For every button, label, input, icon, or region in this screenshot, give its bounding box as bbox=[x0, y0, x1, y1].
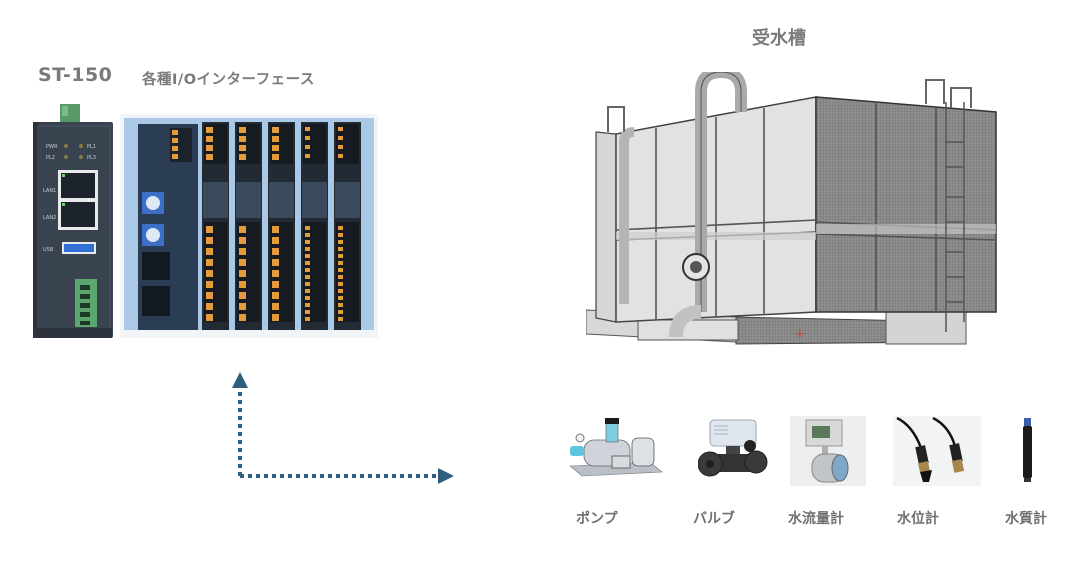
io-slice-module bbox=[301, 122, 328, 330]
device-label-water-quality: 水質計 bbox=[1005, 511, 1047, 527]
gateway-device-icon: PWR PL1 PL2 PL3 LAN1 LAN2 USB bbox=[33, 104, 113, 338]
water-tank-icon: + bbox=[586, 72, 997, 345]
lan1-label: LAN1 bbox=[43, 188, 56, 194]
io-module-rack-icon bbox=[120, 114, 378, 338]
controller-model-title: ST-150 bbox=[38, 64, 113, 86]
device-label-pump: ポンプ bbox=[576, 511, 618, 527]
usb-label: USB bbox=[43, 247, 54, 253]
pl1-led-label: PL1 bbox=[87, 144, 96, 150]
io-slice-module bbox=[235, 122, 262, 330]
flow-meter-icon bbox=[790, 416, 866, 486]
pump-icon bbox=[569, 418, 663, 477]
pl2-led-label: PL2 bbox=[46, 155, 55, 161]
arrow-head-right-icon bbox=[438, 468, 454, 484]
connector-arrow bbox=[232, 372, 454, 484]
io-slices bbox=[202, 122, 361, 330]
tank-title: 受水槽 bbox=[752, 28, 806, 49]
valve-icon bbox=[698, 419, 768, 477]
pwr-led-label: PWR bbox=[46, 144, 58, 150]
device-label-level-sensor: 水位計 bbox=[897, 511, 939, 527]
device-label-valve: バルブ bbox=[693, 511, 735, 527]
io-slice-module bbox=[334, 122, 361, 330]
level-sensor-icon bbox=[893, 416, 981, 486]
lan2-label: LAN2 bbox=[43, 215, 56, 221]
pl3-led-label: PL3 bbox=[87, 155, 96, 161]
io-slice-module bbox=[268, 122, 295, 330]
svg-text:+: + bbox=[794, 326, 806, 342]
water-quality-sensor-icon bbox=[1023, 418, 1032, 482]
device-label-flow-meter: 水流量計 bbox=[788, 511, 844, 527]
io-slice-module bbox=[202, 122, 229, 330]
controller-subtitle: 各種I/Oインターフェース bbox=[142, 72, 315, 88]
arrow-head-up-icon bbox=[232, 372, 248, 388]
